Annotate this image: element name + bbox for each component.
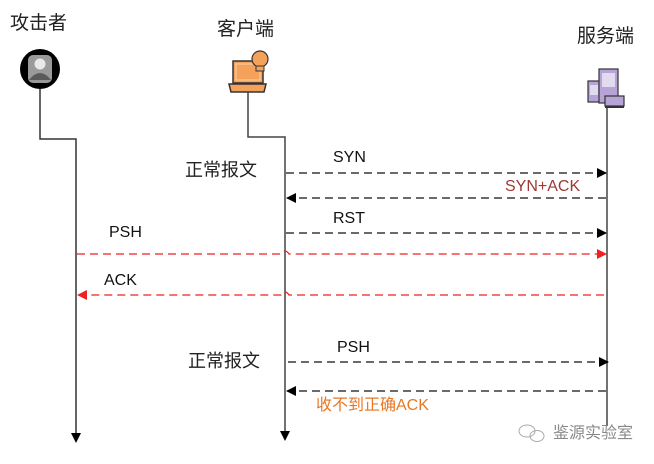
message-arrow-attack-ack	[77, 290, 604, 300]
wechat-icon	[518, 424, 545, 442]
actor-attacker-label: 攻击者	[10, 12, 68, 34]
user-avatar-icon	[20, 49, 60, 89]
message-label-rst: RST	[333, 210, 365, 227]
watermark-text: 鉴源实验室	[553, 423, 634, 442]
note-normal-traffic-2: 正常报文	[188, 351, 260, 372]
message-label-attack-psh: PSH	[109, 224, 142, 241]
message-label-psh-normal: PSH	[337, 339, 370, 356]
message-label-synack: SYN+ACK	[505, 178, 581, 195]
message-label-syn: SYN	[333, 149, 366, 166]
lifeline-client-arrow-icon	[280, 431, 290, 441]
note-normal-traffic-1: 正常报文	[185, 160, 257, 181]
message-label-attack-ack: ACK	[104, 272, 137, 289]
actor-client-label: 客户端	[217, 18, 275, 40]
lifeline-attacker	[39, 89, 81, 443]
message-arrow-attack-psh	[77, 249, 607, 259]
lifeline-client	[247, 92, 290, 441]
messages-group	[77, 168, 609, 396]
message-label-no-ack: 收不到正确ACK	[316, 397, 429, 414]
actor-server-label: 服务端	[577, 25, 635, 47]
lifeline-attacker-arrow-icon	[71, 433, 81, 443]
laptop-lightbulb-icon	[228, 50, 269, 93]
server-buildings-icon	[587, 68, 625, 108]
